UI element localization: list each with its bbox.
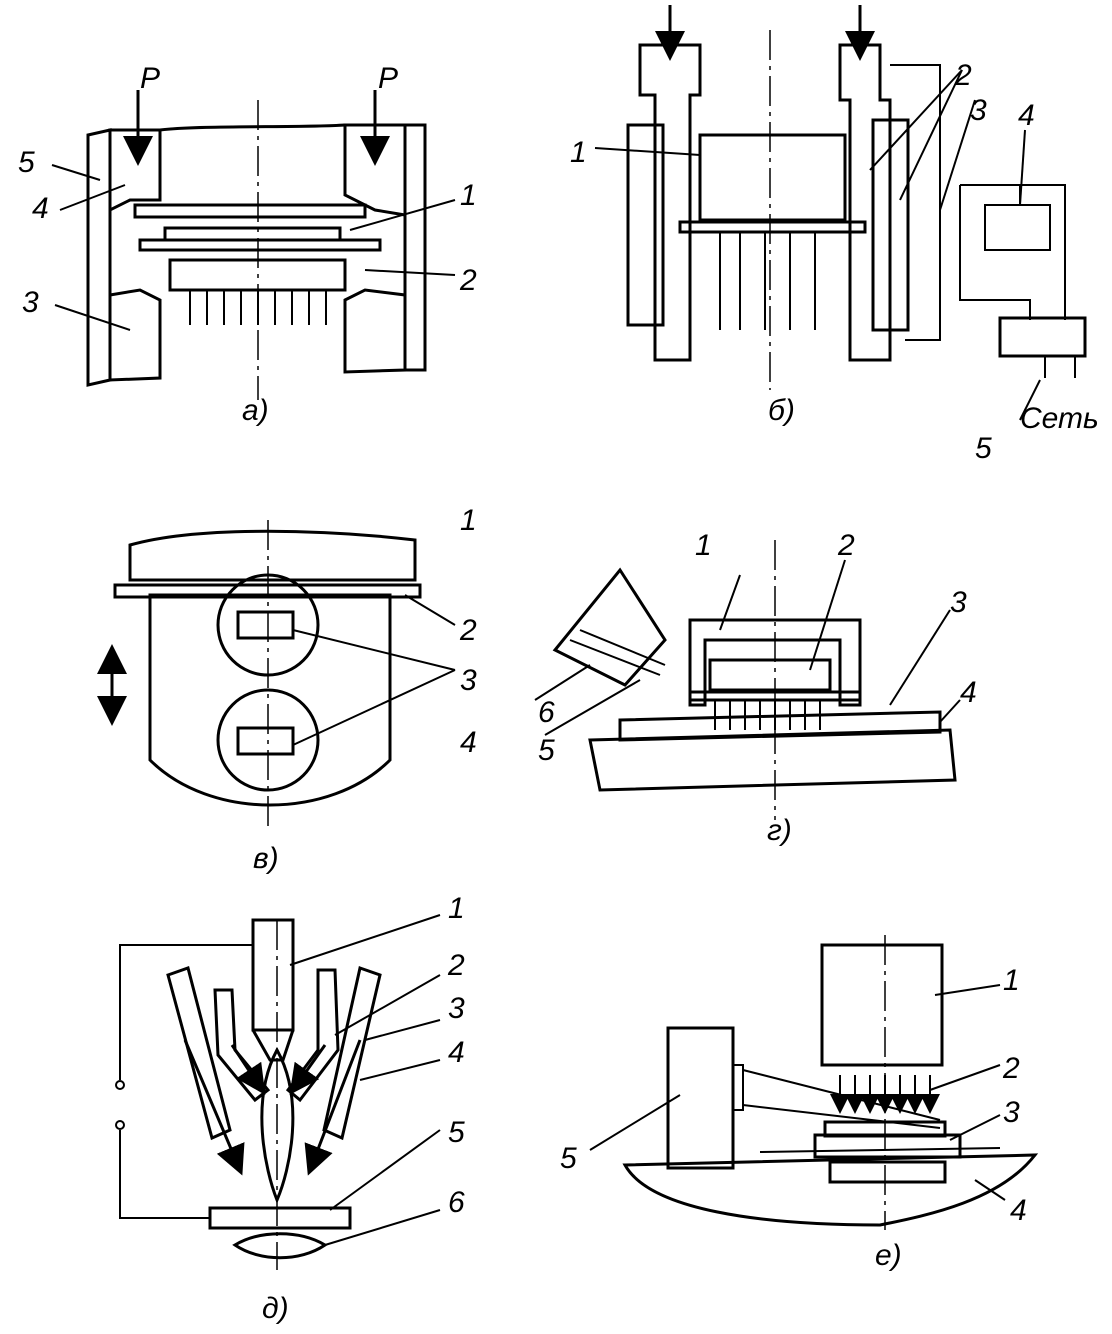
label-d-4: 4 [448, 1036, 465, 1069]
label-e-2: 2 [1002, 1052, 1020, 1085]
punch-4 [108, 128, 162, 213]
label-mains: Сеть [1020, 402, 1099, 435]
label-p-right: P [378, 62, 398, 95]
coil-right [871, 118, 910, 332]
label-g-2: 2 [837, 529, 855, 562]
carriage-4 [148, 593, 392, 807]
panel-g: 1 2 3 4 5 6 г) [534, 529, 977, 847]
label-a-5: 5 [18, 146, 35, 179]
label-g-5: 5 [538, 734, 555, 767]
label-a-2: 2 [459, 264, 477, 297]
caption-v: в) [253, 842, 279, 875]
base-4 [622, 1153, 1039, 1227]
weld-pool-6 [232, 1232, 328, 1260]
label-v-3: 3 [460, 664, 477, 697]
label-v-2: 2 [459, 614, 477, 647]
label-b-4: 4 [1018, 99, 1035, 132]
label-a-4: 4 [32, 192, 49, 225]
block-5 [666, 1026, 735, 1170]
label-b-5: 5 [975, 432, 992, 465]
source-1 [820, 943, 944, 1067]
die-3 [108, 288, 162, 382]
label-d-5: 5 [448, 1116, 465, 1149]
label-d-6: 6 [448, 1186, 465, 1219]
caption-d: д) [262, 1292, 289, 1325]
plasma-arc [260, 1046, 295, 1204]
caption-e: е) [875, 1239, 902, 1272]
panel-a: P P 5 4 3 1 2 а) [18, 62, 477, 427]
label-a-3: 3 [22, 286, 39, 319]
power-unit-5 [998, 316, 1087, 358]
label-v-1: 1 [460, 504, 477, 537]
label-g-6: 6 [538, 696, 555, 729]
sleeve-5 [86, 128, 112, 387]
panel-v: 1 2 3 4 в) [97, 504, 477, 875]
label-v-4: 4 [460, 726, 477, 759]
label-a-1: 1 [460, 179, 477, 212]
base-4 [588, 728, 957, 792]
label-e-1: 1 [1003, 964, 1020, 997]
coil-left [626, 123, 665, 327]
panel-d: 1 2 3 4 5 6 д) [115, 892, 465, 1325]
label-e-4: 4 [1010, 1194, 1027, 1227]
label-e-3: 3 [1003, 1096, 1020, 1129]
panel-b: 1 2 3 4 5 Сеть б) [570, 5, 1099, 465]
caption-g: г) [767, 814, 792, 847]
label-b-3: 3 [970, 94, 987, 127]
electrode-1 [251, 918, 295, 1032]
label-g-1: 1 [695, 529, 712, 562]
plate-1 [128, 529, 417, 582]
label-b-1: 1 [570, 136, 587, 169]
caption-a: а) [242, 394, 269, 427]
label-d-2: 2 [447, 949, 465, 982]
workpiece-5 [208, 1206, 352, 1230]
label-p-left: P [140, 62, 160, 95]
label-b-2: 2 [954, 59, 972, 92]
label-g-3: 3 [950, 586, 967, 619]
label-g-4: 4 [960, 676, 977, 709]
label-d-3: 3 [448, 992, 465, 1025]
label-d-1: 1 [448, 892, 465, 925]
heater-1 [688, 618, 862, 707]
caption-b: б) [768, 394, 795, 427]
panel-e: 1 2 3 4 5 е) [560, 935, 1039, 1272]
nozzle-6 [552, 567, 667, 687]
label-e-5: 5 [560, 1142, 577, 1175]
